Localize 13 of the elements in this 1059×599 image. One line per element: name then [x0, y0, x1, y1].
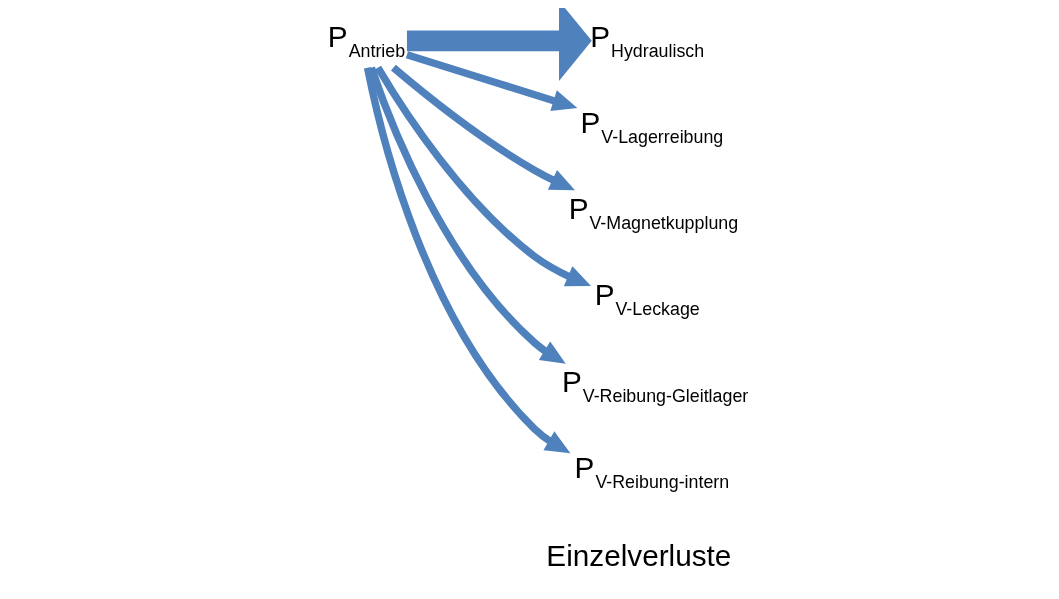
node-text: P$_{V-Lagerreibung}$	[580, 106, 723, 148]
arrow	[363, 67, 570, 454]
label: Einzelverluste	[545, 538, 731, 572]
node-text: P$_{Hydraulisch}$	[589, 19, 704, 61]
arrow	[374, 65, 591, 287]
node-text: P$_{V-Leckage}$	[594, 278, 700, 320]
node-text: P$_{V-Reibung-Gleitlager}$	[561, 364, 748, 406]
arrow	[405, 51, 577, 112]
node-text: P$_{V-Reibung-intern}$	[574, 450, 729, 492]
node-text: P$_{Antrieb}$	[327, 19, 405, 61]
arrow	[406, 8, 592, 81]
arrow	[390, 64, 575, 191]
node-text: P$_{V-Magnetkupplung}$	[568, 192, 738, 234]
